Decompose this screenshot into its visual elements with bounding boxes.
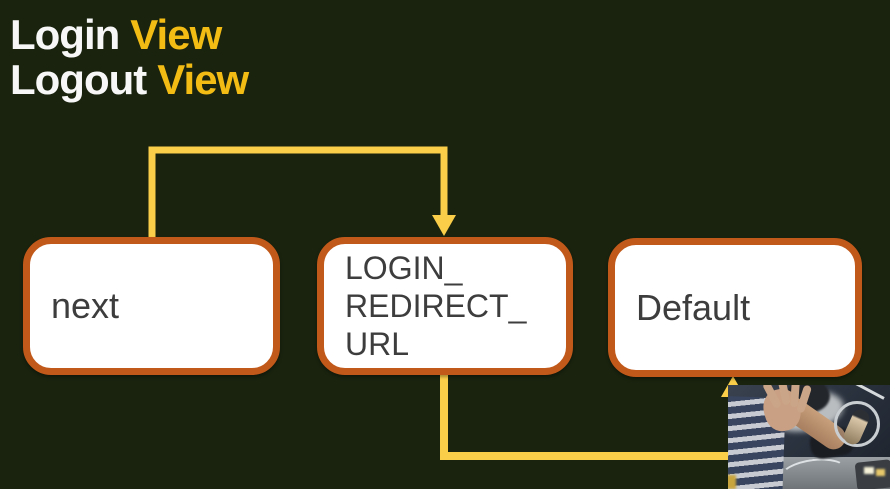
webcam-device-light bbox=[864, 467, 874, 474]
node-default: Default bbox=[608, 238, 862, 377]
webcam-gold-smudge bbox=[728, 475, 736, 489]
title-login-accent: View bbox=[130, 11, 222, 58]
arrow-next-to-login-redirect bbox=[148, 146, 448, 240]
slide-title: Login View Logout View bbox=[10, 12, 249, 103]
webcam-device-light bbox=[876, 469, 885, 476]
microphone-arm bbox=[853, 385, 885, 400]
title-login-primary: Login bbox=[10, 11, 120, 58]
presenter-webcam-overlay bbox=[728, 385, 890, 489]
node-login-redirect-url-line2: REDIRECT_ bbox=[345, 288, 527, 324]
node-next: next bbox=[23, 237, 280, 375]
node-default-label: Default bbox=[636, 286, 751, 328]
arrowhead-down-icon bbox=[432, 215, 456, 236]
arrow-login-redirect-to-default bbox=[440, 372, 737, 460]
title-line-login: Login View bbox=[10, 12, 248, 57]
title-logout-primary: Logout bbox=[10, 56, 147, 103]
node-login-redirect-url-line1: LOGIN_ bbox=[345, 250, 463, 286]
node-login-redirect-url: LOGIN_ REDIRECT_ URL bbox=[317, 237, 573, 375]
title-line-logout: Logout View bbox=[10, 56, 249, 103]
node-next-label: next bbox=[51, 285, 120, 326]
node-login-redirect-url-line3: URL bbox=[345, 326, 410, 362]
title-logout-accent: View bbox=[157, 56, 249, 103]
